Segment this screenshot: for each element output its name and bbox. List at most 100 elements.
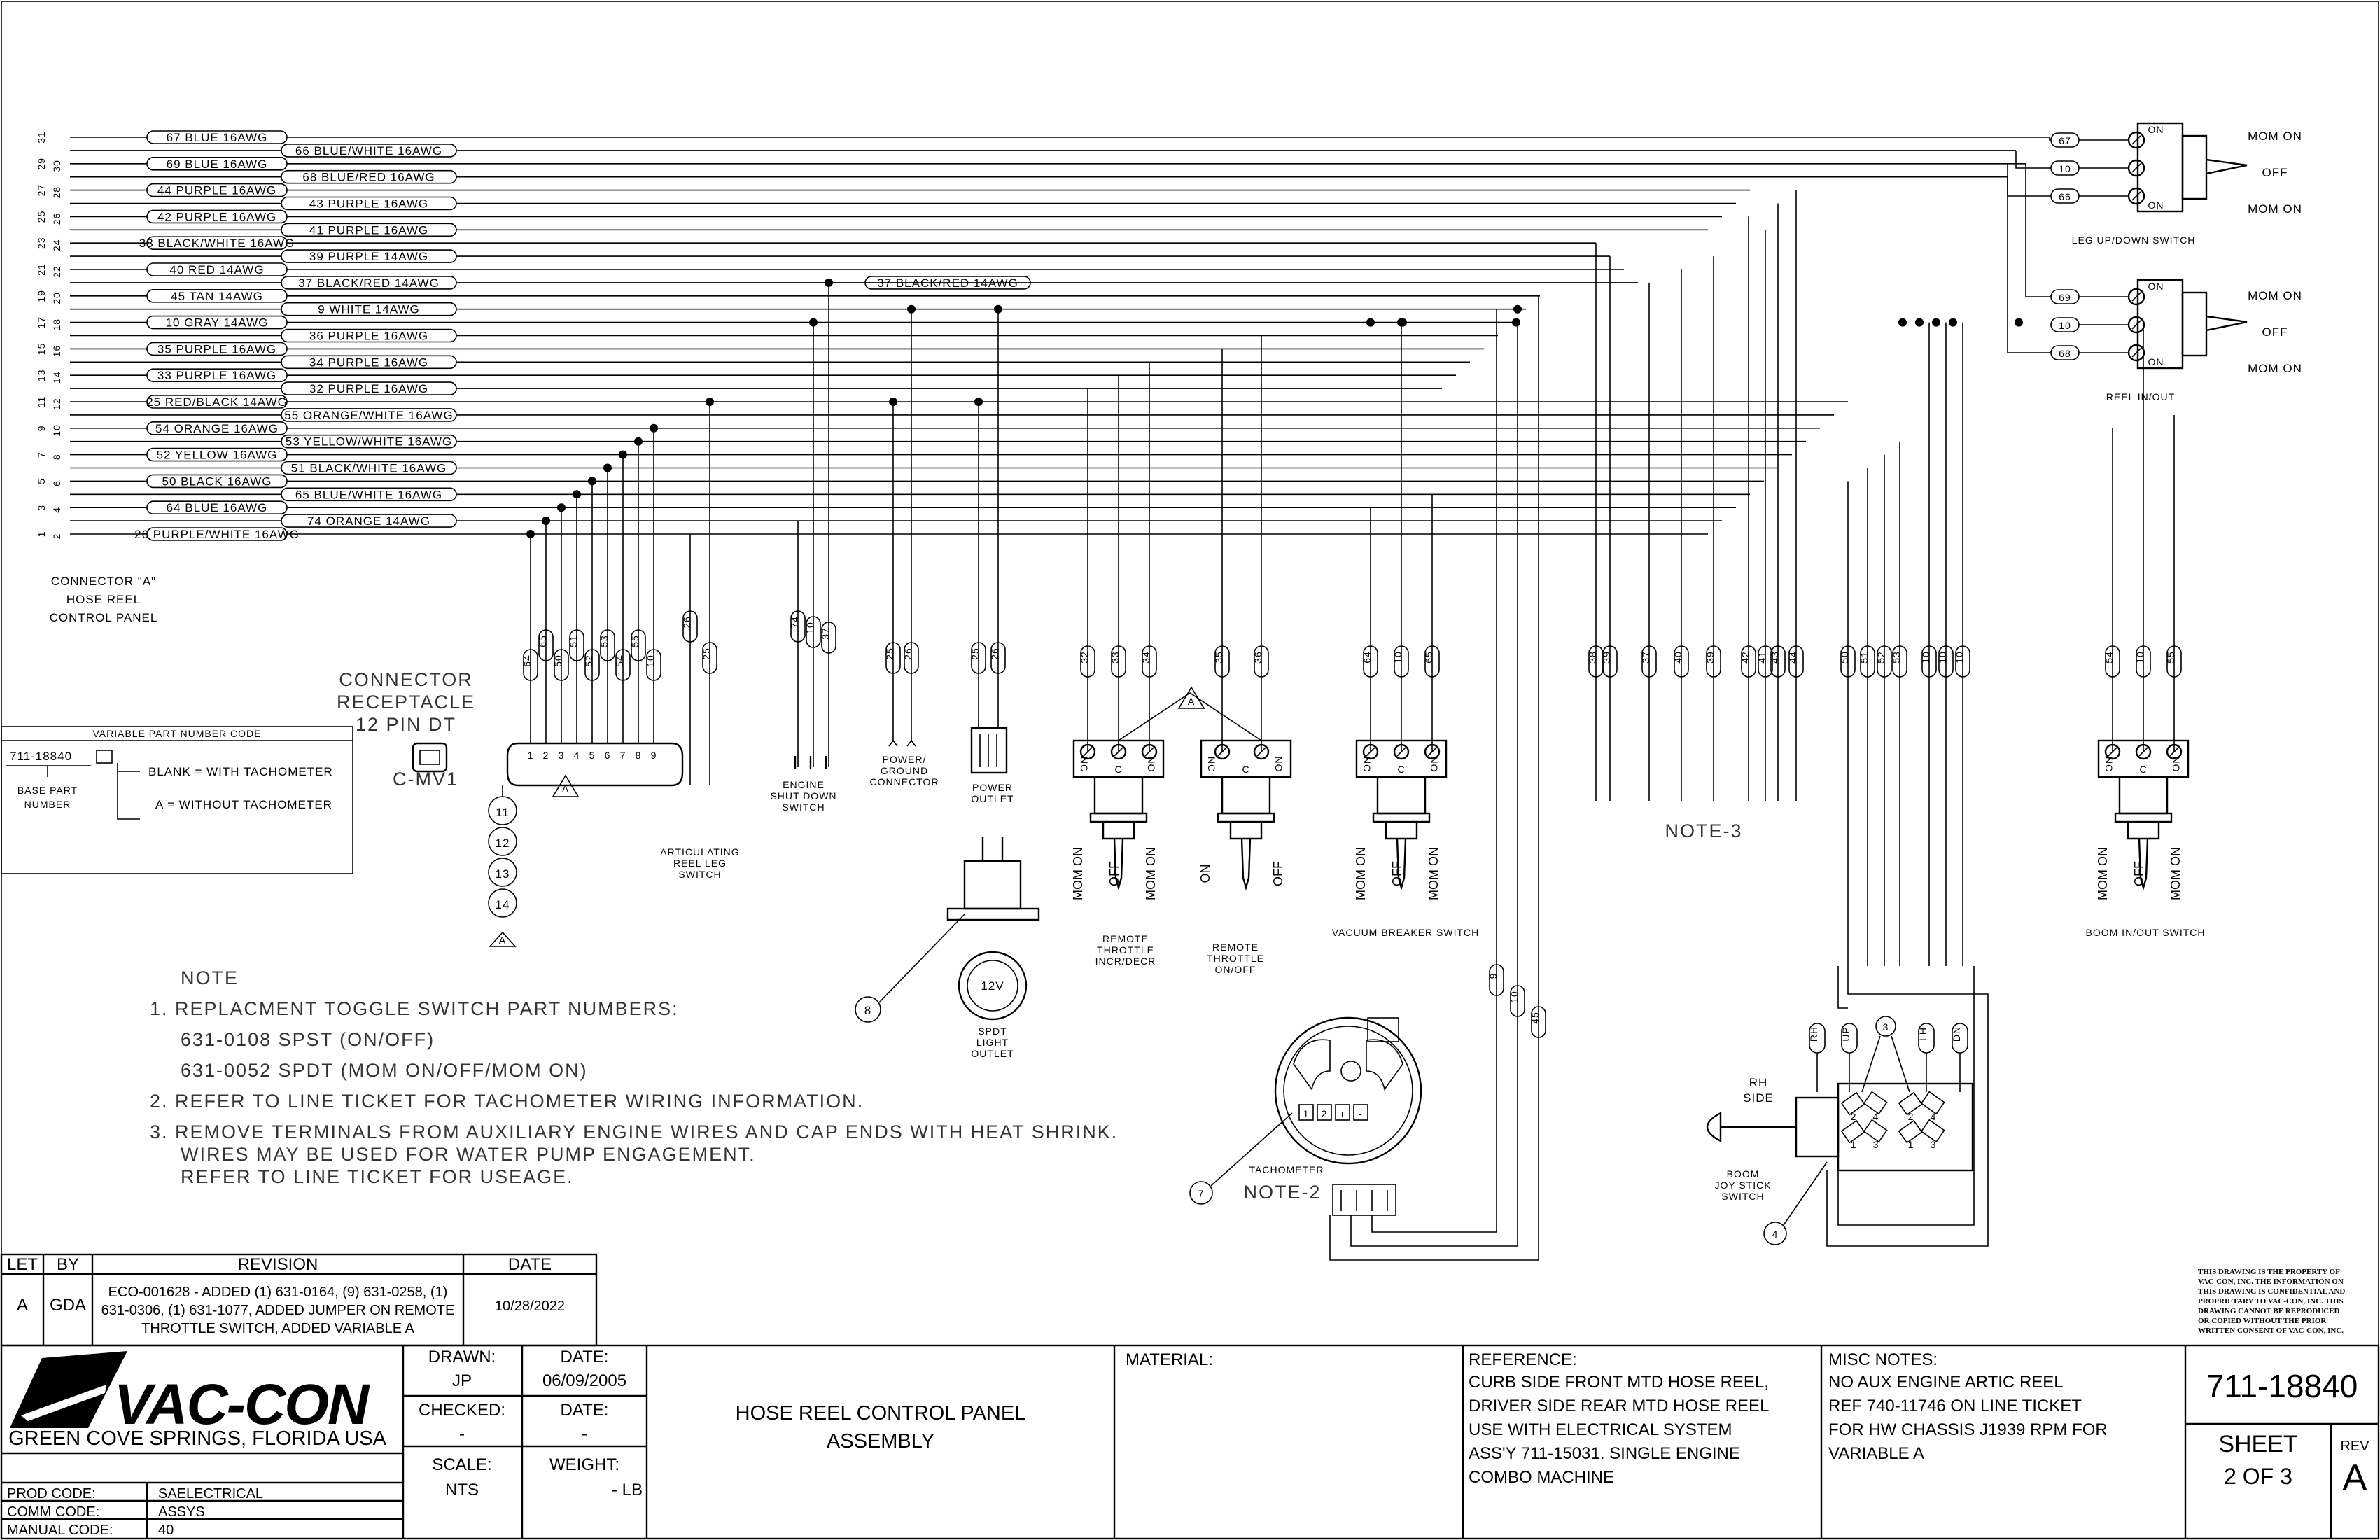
receptacle-pin: 4 [574,750,580,761]
joystick-caption-2: JOY STICK [1714,1180,1771,1191]
vacuum-position: OFF [1390,861,1404,886]
wire-tag-text: 36 [1252,651,1264,664]
shutdown-caption-1: ENGINE [783,779,825,790]
triangle-a-throttle [1177,686,1205,709]
receptacle-icon-inner [419,750,440,765]
wire-label: 51 BLACK/WHITE 16AWG [291,462,447,475]
boom-inout-position: MOM ON [2096,847,2110,900]
reference-4: ASS'Y 711-15031. SINGLE ENGINE [1469,1444,1740,1463]
pin-number: 14 [51,372,62,384]
weight-label: WEIGHT: [550,1455,620,1474]
prod-code: SAELECTRICAL [158,1486,263,1502]
joystick-pin: 3 [1931,1139,1937,1150]
wire-tag [1142,645,1157,678]
wire-tag [682,610,698,643]
joystick-terminal [1920,1119,1945,1143]
pin-number: 21 [36,263,47,276]
wire-tag-text: 10 [1954,651,1965,664]
connector-a-line-2: HOSE REEL [66,593,141,606]
receptacle-pin: 2 [543,750,550,761]
wire-tag-text: 26 [989,648,1000,660]
wire-tag-text: 53 [1891,651,1902,664]
wire-tag [806,616,821,648]
triangle-a-throttle-label: A [1188,696,1195,707]
misc-2: REF 740-11746 ON LINE TICKET [1828,1396,2082,1415]
joystick-side-1: RH [1749,1076,1768,1089]
spdt-light-body [963,860,1022,910]
wire-label: 35 PURPLE 16AWG [158,342,276,356]
joystick-terminal [1863,1091,1888,1115]
wire-tag-text: 37 [1640,651,1651,664]
wire-tag-text: 64 [522,654,533,667]
wire-label: 65 BLUE/WHITE 16AWG [295,488,442,501]
part-number: 711-18840 [2206,1368,2358,1404]
wire-tag-text: 10 [645,654,656,667]
logo-text: VAC-CON [114,1373,370,1436]
wire-tag [538,629,554,662]
wire-tag [1770,645,1786,678]
wire-tag [1214,645,1230,678]
note-line-5: 3. REMOVE TERMINALS FROM AUXILIARY ENGIN… [150,1121,1118,1142]
junction-dot [825,278,833,287]
misc-4: VARIABLE A [1828,1444,1924,1463]
manual-code: 40 [158,1522,174,1538]
wire-tag [1788,645,1804,678]
wire-tag [1602,645,1618,678]
note-line-2: 631-0108 SPST (ON/OFF) [181,1029,435,1050]
spdt-caption-2: LIGHT [976,1037,1009,1048]
vacuum-bushing [1376,777,1427,815]
wire-label: 53 YELLOW/WHITE 16AWG [286,435,452,449]
wire-tag-text: 35 [1213,651,1224,664]
reel-inout-bushing [2181,291,2208,357]
throttle-onoff-caption-3: ON/OFF [1215,964,1256,975]
leg-updown-caption: LEG UP/DOWN SWITCH [2072,234,2196,246]
connector-arrow [906,739,916,747]
junction-dot [1513,304,1522,314]
joystick-terminal [1898,1091,1923,1116]
triangle-a-refs [489,931,517,947]
wire-tag [790,610,806,643]
title-block: VAC-CON GREEN COVE SPRINGS, FLORIDA USA … [0,1344,2380,1540]
junction-dot [974,398,983,406]
boom-inout-lever [2138,838,2149,891]
scale-label: SCALE: [432,1455,491,1474]
wire-tag [1840,645,1856,678]
reference-label: REFERENCE: [1469,1350,1577,1369]
spdt-caption-3: OUTLET [971,1048,1014,1059]
boom-inout-terminal [2166,743,2183,760]
wire-label: 25 RED/BLACK 14AWG [146,396,288,409]
company-location: GREEN COVE SPRINGS, FLORIDA USA [8,1427,386,1450]
wire-tag-text: 64 [1362,651,1373,664]
leg-updown-tag-text: 67 [2059,135,2071,146]
boom-inout-body [2097,739,2190,778]
wire-tag [523,649,538,681]
wire-tag [2136,645,2151,678]
joystick-pin: 4 [1931,1111,1937,1122]
joystick-terminal [1863,1119,1888,1143]
wire-label: 42 PURPLE 16AWG [158,210,276,223]
tachometer-pin-box [1335,1104,1350,1121]
boom-inout-terminal [2104,743,2121,760]
wire-tag-text: 53 [598,635,610,648]
material-label: MATERIAL: [1126,1350,1213,1369]
leg-updown-on: ON [2148,124,2164,135]
pin-number: 20 [51,292,62,304]
ref-circle-text: 14 [496,898,510,911]
shutdown-caption-2: SHUT DOWN [770,790,836,802]
note-line-7: REFER TO LINE TICKET FOR USEAGE. [181,1166,574,1187]
ref-circle [488,827,517,856]
wire-tag-text: 10 [2134,651,2146,664]
pin-number: 15 [36,343,47,356]
vacuum-c: C [1397,764,1405,775]
joystick-knob [1707,1112,1722,1142]
leg-pos-1: MOM ON [2248,130,2302,143]
receptacle-pin: 8 [636,750,642,761]
wire-tag [821,622,836,654]
note-line-6: WIRES MAY BE USED FOR WATER PUMP ENGAGEM… [181,1144,756,1165]
vacuum-nut [1372,812,1431,823]
triangle-a-receptacle-label: A [562,783,569,794]
wire-tag [1080,645,1096,678]
